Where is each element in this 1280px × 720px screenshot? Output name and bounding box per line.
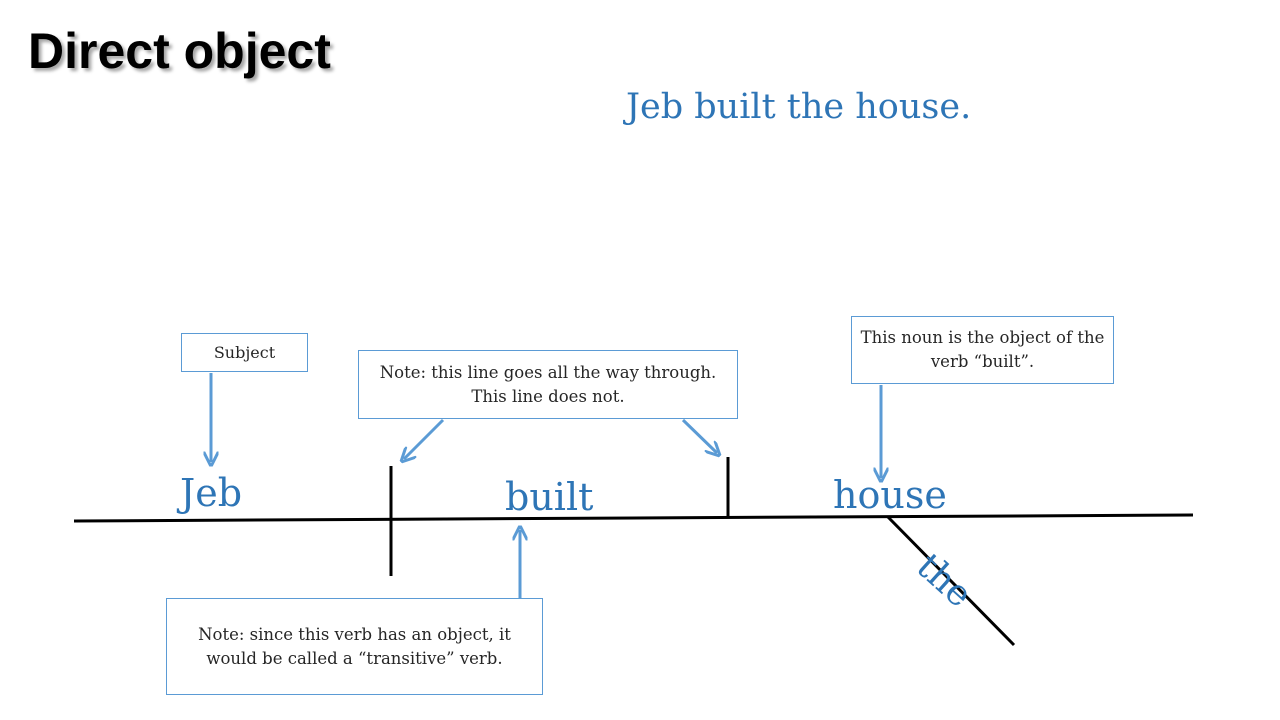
transitive-callout-text: Note: since this verb has an object, it … (198, 624, 511, 668)
line-note-text: Note: this line goes all the way through… (379, 362, 717, 406)
subject-callout-text: Subject (213, 342, 276, 362)
object-callout-text: This noun is the object of the verb “bui… (860, 328, 1105, 371)
modifier-slant-line (886, 515, 1016, 647)
object-callout: This noun is the object of the verb “bui… (851, 316, 1114, 384)
subject-callout: Subject (181, 333, 308, 372)
arrow-to-partial-line (681, 418, 717, 453)
object-word: house (833, 473, 947, 517)
subject-word: Jeb (180, 471, 243, 515)
transitive-callout: Note: since this verb has an object, it … (166, 598, 543, 695)
diagram-baseline (73, 513, 1194, 523)
verb-word: built (505, 475, 594, 519)
line-note-callout: Note: this line goes all the way through… (358, 350, 738, 419)
example-sentence: Jeb built the house. (626, 87, 972, 127)
arrow-to-through-line (404, 418, 445, 459)
slide-title: Direct object (28, 23, 331, 79)
